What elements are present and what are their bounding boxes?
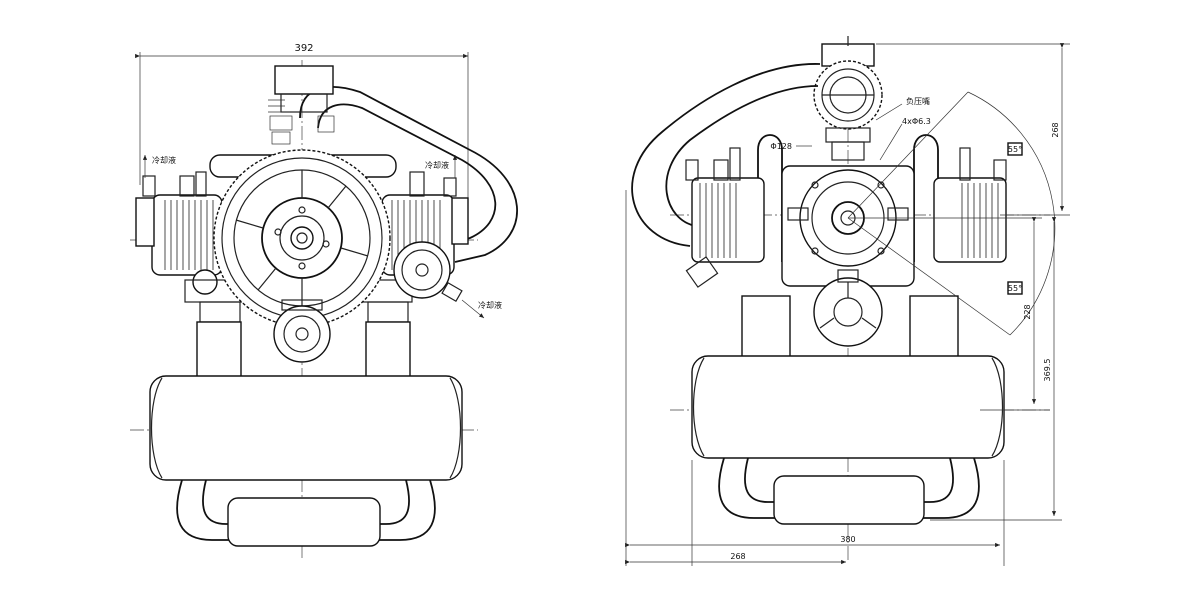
front-main-muffler [149,375,463,481]
front-lower-muffler [227,497,381,547]
front-lower-u-pipe-left [176,479,232,541]
side-dim-top-height-label: 268 [1051,122,1060,137]
front-coolant-pump [393,241,463,303]
side-dim-low-height-label: 369.5 [1043,359,1052,382]
front-left-cylinder [135,171,246,323]
side-right-cylinder [933,147,1007,263]
side-upper-pipe-right [913,134,939,262]
side-holes-callout: 4xΦ6.3 [879,117,931,161]
side-lower-u-pipe-right [920,457,980,519]
side-top-ring-radiator [813,60,883,130]
side-lower-muffler [773,475,925,525]
side-dim-bottom-width-label: 380 [840,535,855,544]
side-dim-mid-height-label: 228 [1023,304,1032,319]
front-top-pump-box [274,65,334,95]
side-upper-pipe-left [757,134,783,262]
side-holes-label: 4xΦ6.3 [902,117,931,126]
side-width-dimensions: 380 268 [625,190,1005,566]
side-negative-pressure-callout: 负压嘴 [875,96,930,121]
front-coolant-label-right: 冷却液 [425,160,449,170]
side-diameter-callout: Φ128 [770,142,812,151]
side-view: 55° 55° 负压嘴 4xΦ6.3 Φ128 268 228 [625,36,1070,566]
front-gear-wheel [213,149,391,327]
front-view: 392 [130,43,518,560]
side-left-cylinder [685,147,765,288]
side-height-dimensions: 268 228 369.5 [848,43,1070,521]
side-dim-bottom-offset-label: 268 [730,552,745,561]
side-angle-upper-label: 55° [1008,145,1022,154]
front-coolant-label-left: 冷却液 [152,155,176,165]
front-coolant-callout-right: 冷却液 [425,155,458,178]
front-coolant-label-pump: 冷却液 [478,300,502,310]
front-lower-pulley [273,299,331,363]
front-width-dimension: 392 [135,43,469,200]
front-coolant-callout-pump: 冷却液 [461,299,502,319]
side-negative-pressure-label: 负压嘴 [906,96,930,106]
side-lower-pump [813,269,883,347]
front-width-label: 392 [294,43,313,54]
side-angle-lower-label: 55° [1008,284,1022,293]
side-diameter-label: Φ128 [770,142,792,151]
side-left-loop-pipe [631,63,821,247]
front-lower-u-pipe-right [378,479,436,541]
front-coolant-callout-left: 冷却液 [142,155,176,178]
side-lower-u-pipe-left [718,457,778,519]
side-main-muffler [691,355,1005,459]
